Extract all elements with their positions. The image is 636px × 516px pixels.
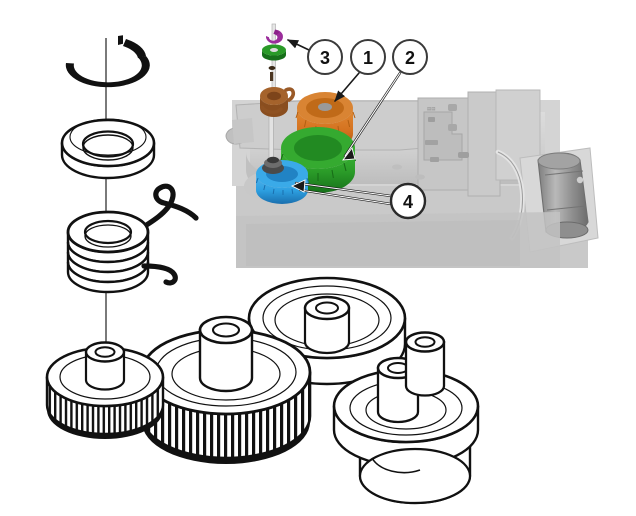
callout-1[interactable]: 1 [350, 39, 386, 75]
svg-text:▤▤: ▤▤ [427, 106, 436, 111]
callout-2-number: 2 [405, 48, 415, 68]
motor-gearbox-photograph: ▤▤ [225, 23, 599, 268]
callout-2[interactable]: 2 [392, 39, 428, 75]
leader-3 [286, 39, 310, 51]
callout-4-number: 4 [403, 192, 413, 212]
callout-1-number: 1 [363, 48, 373, 68]
green-gear [279, 127, 357, 193]
torsion-coil-spring-lineart [66, 183, 199, 294]
leader-1 [334, 72, 360, 102]
brown-coil-spring [260, 87, 296, 117]
callout-4[interactable]: 4 [389, 182, 427, 220]
output-gear-hub-lineart [332, 331, 480, 505]
flat-washer-lineart [60, 118, 156, 180]
pinion-gear-small-lineart [45, 341, 165, 439]
green-washer [262, 44, 286, 61]
main-drive-gear-lineart [140, 315, 312, 464]
callout-3[interactable]: 3 [307, 39, 343, 75]
callout-3-number: 3 [320, 48, 330, 68]
purple-retaining-clip [265, 29, 283, 44]
snap-ring-lineart [65, 35, 150, 88]
callout-leader-lines [286, 39, 402, 206]
